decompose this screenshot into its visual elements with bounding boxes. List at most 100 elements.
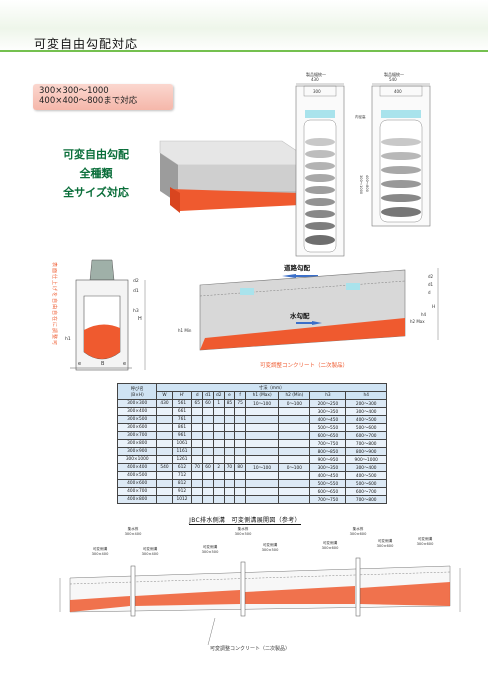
table-cell: 661: [171, 407, 193, 416]
table-cell: [278, 439, 311, 448]
table-cell: [223, 479, 236, 488]
table-cell: [156, 415, 173, 424]
slope-label-h1: h1 Min: [178, 328, 192, 333]
segment-label: 可変側溝: [263, 542, 278, 547]
section-right-top-label: 製品幅統一: [384, 71, 404, 77]
table-col-header: h1 (Max): [244, 391, 280, 400]
table-head-name: 呼び名 （B×H）: [116, 383, 158, 400]
table-head-name-text: 呼び名: [130, 386, 144, 392]
table-cell: 60: [202, 463, 214, 472]
table-cell: 70: [191, 463, 204, 472]
table-cell: 60: [202, 399, 214, 408]
table-cell: [212, 415, 225, 424]
table-cell: 400×400: [116, 463, 158, 472]
feature-badge: 可変自由勾配 全種類 全サイズ対応: [46, 145, 146, 211]
table-cell: 300〜400: [345, 463, 387, 472]
product-rendering: [159, 140, 301, 213]
table-cell: [156, 487, 173, 496]
table-cell: 600〜650: [309, 431, 347, 440]
table-cell: [202, 423, 214, 432]
table-cell: 1161: [171, 447, 193, 456]
table-cell: [234, 479, 246, 488]
dev-bottom-label: 可変調整コンクリート（二次製品）: [210, 645, 290, 652]
table-cell: [202, 487, 214, 496]
table-cell: 1061: [171, 439, 193, 448]
table-cell: [244, 447, 280, 456]
label-d2: d2: [133, 278, 139, 284]
table-col-header: h4: [345, 391, 387, 400]
table-cell: [202, 447, 214, 456]
table-col-header: d1: [202, 391, 214, 400]
table-cell: 800〜850: [309, 447, 347, 456]
table-cell: 300×1000: [116, 455, 158, 464]
section-left-width: 430: [311, 77, 319, 82]
table-cell: 300×500: [116, 415, 158, 424]
slope-diagram: 道路勾配 水勾配 可変調整コンクリート（二次製品） h1 Min h2 Max …: [178, 263, 439, 369]
table-cell: 700〜800: [345, 495, 387, 504]
table-cell: [212, 431, 225, 440]
table-cell: 1012: [171, 495, 193, 504]
table-cell: 612: [171, 463, 193, 472]
table-cell: 400〜500: [345, 415, 387, 424]
table-cell: 900〜1000: [345, 455, 387, 464]
feature-badge-line2: 全種類: [79, 167, 113, 180]
table-cell: 1261: [171, 455, 193, 464]
table-cell: [212, 471, 225, 480]
table-cell: [212, 423, 225, 432]
slope-label-h2: h2 Max: [410, 319, 425, 324]
segment-label: 可変側溝: [418, 536, 433, 541]
table-cell: [234, 455, 246, 464]
inlet-label: 集水桝: [238, 526, 249, 531]
size-range-line2: 400×400〜800まで対応: [39, 96, 138, 106]
page-title: 可変自由勾配対応: [34, 37, 139, 51]
table-col-header: H': [171, 391, 193, 400]
table-cell: [223, 495, 236, 504]
table-cell: 10〜100: [244, 399, 280, 408]
feature-badge-line3: 全サイズ対応: [63, 186, 129, 199]
table-cell: [278, 487, 311, 496]
table-cell: 400×500: [116, 471, 158, 480]
table-cell: [191, 407, 204, 416]
inlet-label: 300×500: [235, 532, 252, 536]
table-cell: 540: [156, 463, 173, 472]
table-cell: [202, 407, 214, 416]
table-cell: [156, 439, 173, 448]
table-cell: [244, 431, 280, 440]
section-right-width: 540: [389, 77, 397, 82]
label-h1: h1: [65, 336, 71, 342]
table-cell: [234, 487, 246, 496]
table-cell: 961: [171, 431, 193, 440]
table-cell: [191, 487, 204, 496]
table-cell: [278, 407, 311, 416]
inlet-label: 集水桝: [128, 526, 139, 531]
table-cell: [278, 431, 311, 440]
segment-label: 300×400: [92, 552, 109, 556]
table-cell: 0〜100: [278, 463, 311, 472]
table-cell: [244, 439, 280, 448]
table-cell: 10〜100: [244, 463, 280, 472]
table-cell: 80: [234, 463, 246, 472]
table-cell: [223, 455, 236, 464]
table-cell: 800〜900: [345, 447, 387, 456]
table-cell: [278, 471, 311, 480]
table-cell: [234, 439, 246, 448]
table-cell: [278, 423, 311, 432]
table-cell: 70: [223, 463, 236, 472]
table-cell: [234, 447, 246, 456]
table-cell: [191, 415, 204, 424]
segment-label: 可変側溝: [203, 544, 218, 549]
slope-label-d: d: [428, 290, 431, 295]
table-cell: 400〜450: [309, 471, 347, 480]
feature-badge-line1: 可変自由勾配: [63, 148, 129, 161]
segment-label: 300×500: [202, 550, 219, 554]
table-cell: 300×300: [116, 399, 158, 408]
table-cell: [223, 431, 236, 440]
table-cell: 300〜400: [345, 407, 387, 416]
table-cell: [191, 423, 204, 432]
